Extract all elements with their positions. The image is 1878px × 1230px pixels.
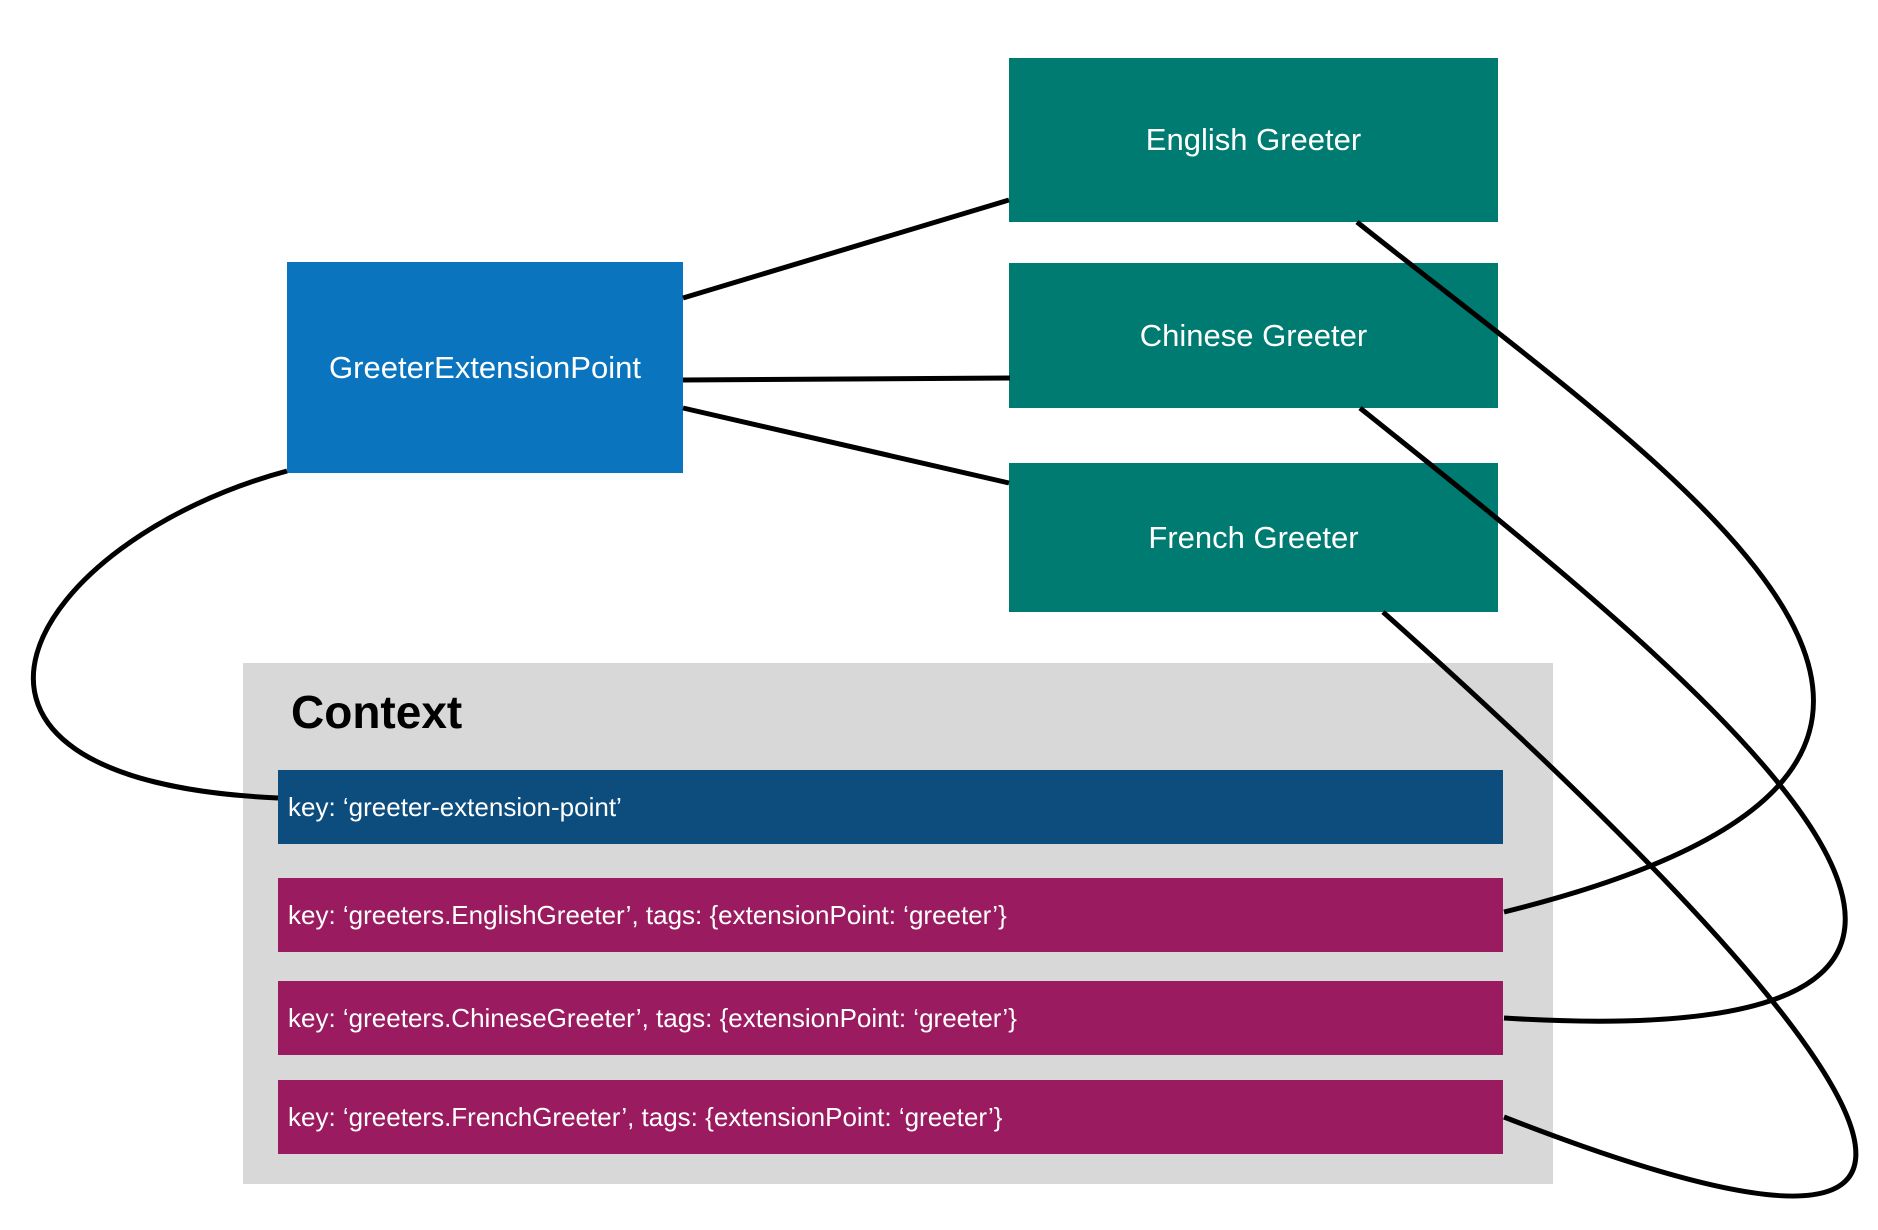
context-entry-english-greeter: key: ‘greeters.EnglishGreeter’, tags: {e… bbox=[278, 878, 1503, 952]
connector-extension-point-to-chinese-greeter bbox=[682, 375, 1011, 383]
extension-point-box: GreeterExtensionPoint bbox=[287, 262, 683, 473]
english-greeter-box: English Greeter bbox=[1009, 58, 1498, 222]
chinese-greeter-box: Chinese Greeter bbox=[1009, 263, 1498, 408]
extension-point-label: GreeterExtensionPoint bbox=[329, 349, 641, 385]
context-entry-english-greeter-text: key: ‘greeters.EnglishGreeter’, tags: {e… bbox=[288, 899, 1007, 930]
context-panel: Context key: ‘greeter-extension-point’ k… bbox=[243, 663, 1553, 1184]
context-entry-french-greeter-text: key: ‘greeters.FrenchGreeter’, tags: {ex… bbox=[288, 1101, 1003, 1132]
context-entry-extension-point-text: key: ‘greeter-extension-point’ bbox=[288, 791, 622, 822]
connector-extension-point-to-english-greeter bbox=[682, 197, 1010, 301]
english-greeter-label: English Greeter bbox=[1145, 122, 1362, 157]
context-title: Context bbox=[291, 686, 463, 738]
french-greeter-box: French Greeter bbox=[1009, 463, 1498, 612]
context-entry-chinese-greeter: key: ‘greeters.ChineseGreeter’, tags: {e… bbox=[278, 981, 1503, 1055]
french-greeter-label: French Greeter bbox=[1148, 519, 1359, 555]
context-entry-chinese-greeter-text: key: ‘greeters.ChineseGreeter’, tags: {e… bbox=[288, 1002, 1017, 1033]
context-entry-extension-point: key: ‘greeter-extension-point’ bbox=[278, 770, 1503, 844]
context-entry-french-greeter: key: ‘greeters.FrenchGreeter’, tags: {ex… bbox=[278, 1080, 1503, 1154]
connector-extension-point-to-french-greeter bbox=[682, 405, 1010, 486]
chinese-greeter-label: Chinese Greeter bbox=[1139, 317, 1368, 353]
